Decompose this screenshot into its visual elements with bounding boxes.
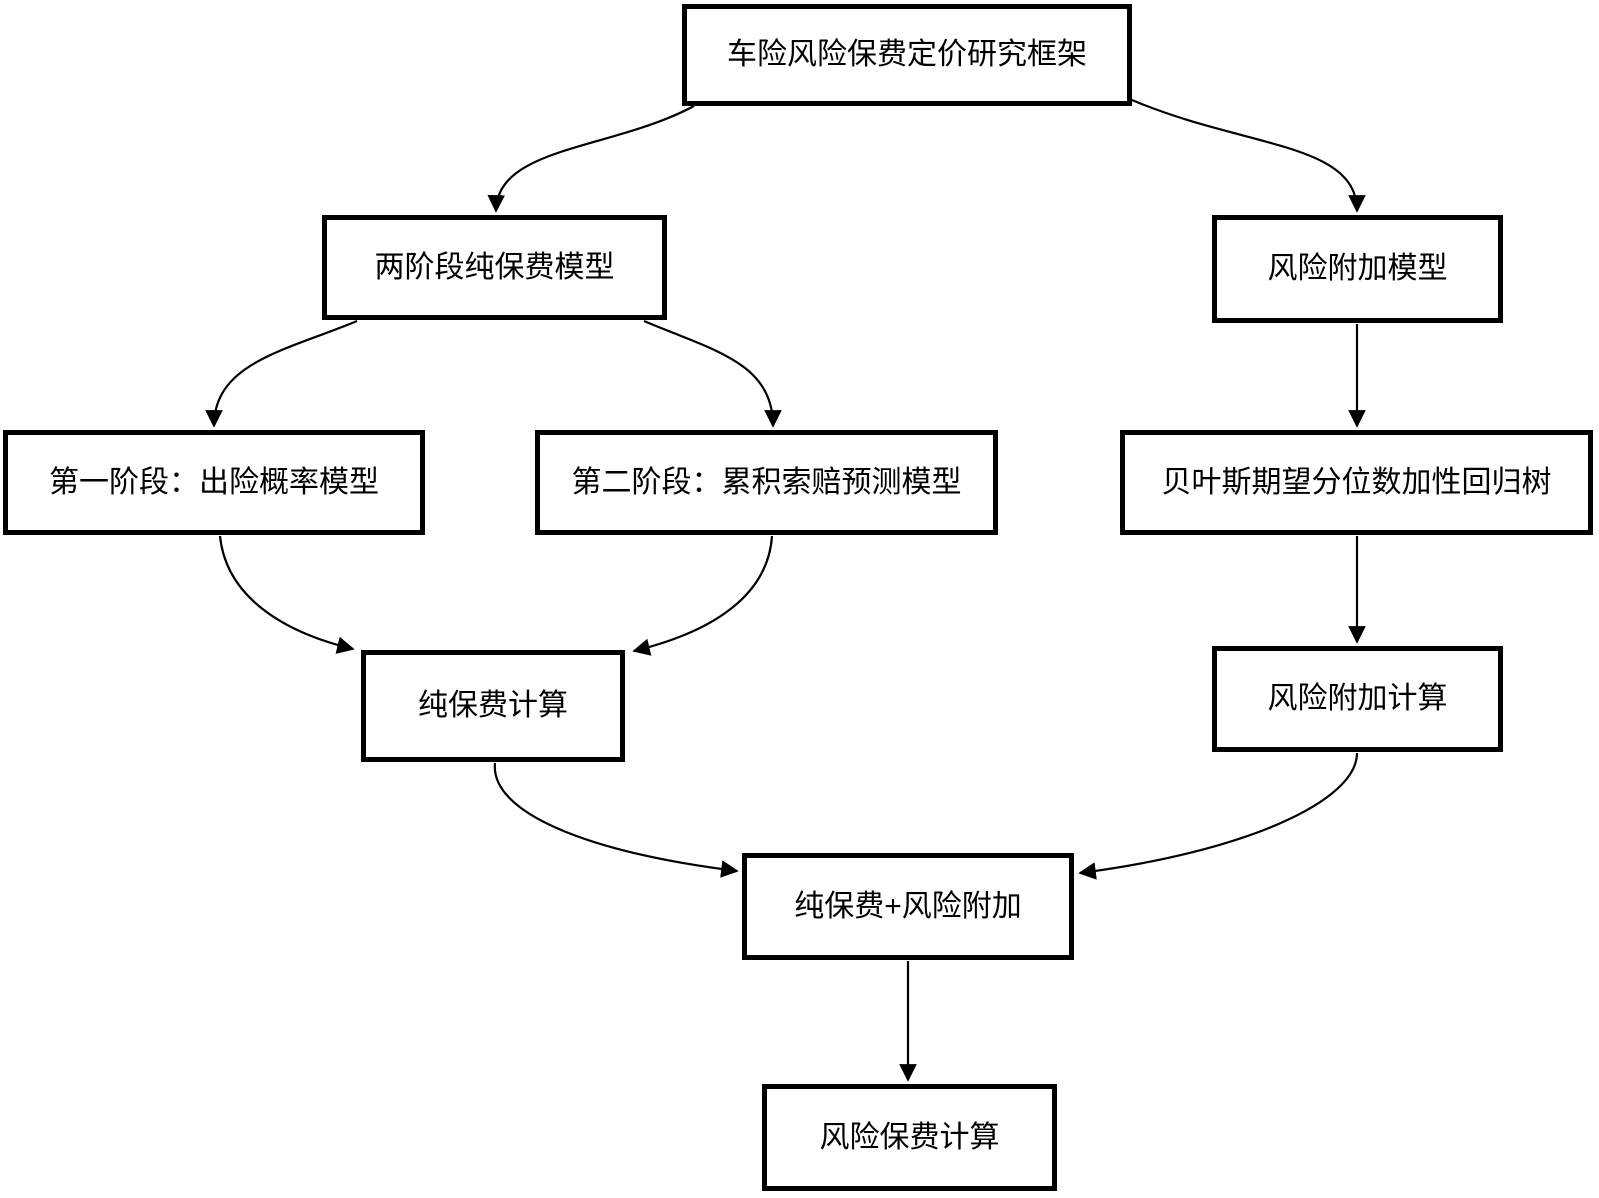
- node-risk-premium-calculation: 风险保费计算: [762, 1084, 1057, 1191]
- arrow-stage-two-to-pure-premium-calc: [632, 535, 774, 656]
- arrow-framework-to-risk-loading-model: [1131, 98, 1366, 213]
- node-risk-loading-calculation: 风险附加计算: [1212, 646, 1503, 752]
- arrow-risk-loading-calc-to-sum: [1078, 752, 1359, 880]
- node-pure-premium-plus-risk-loading: 纯保费+风险附加: [742, 853, 1074, 960]
- arrow-stage-one-to-pure-premium-calc: [218, 535, 355, 654]
- node-pure-premium-calculation: 纯保费计算: [361, 650, 625, 762]
- arrow-pure-premium-calc-to-sum: [493, 762, 739, 878]
- node-bayesian-expectile-additive-regression-tree: 贝叶斯期望分位数加性回归树: [1120, 430, 1593, 535]
- arrow-framework-to-two-stage-model: [487, 105, 695, 213]
- node-stage-two-cumulative-claims-prediction-model: 第二阶段：累积索赔预测模型: [535, 430, 998, 535]
- node-framework: 车险风险保费定价研究框架: [682, 4, 1132, 106]
- node-two-stage-pure-premium-model: 两阶段纯保费模型: [322, 215, 667, 320]
- node-stage-one-claim-probability-model: 第一阶段：出险概率模型: [3, 430, 425, 535]
- node-risk-loading-model: 风险附加模型: [1212, 215, 1503, 323]
- arrow-two-stage-to-stage-one: [205, 319, 358, 428]
- arrow-two-stage-to-stage-two: [643, 319, 782, 428]
